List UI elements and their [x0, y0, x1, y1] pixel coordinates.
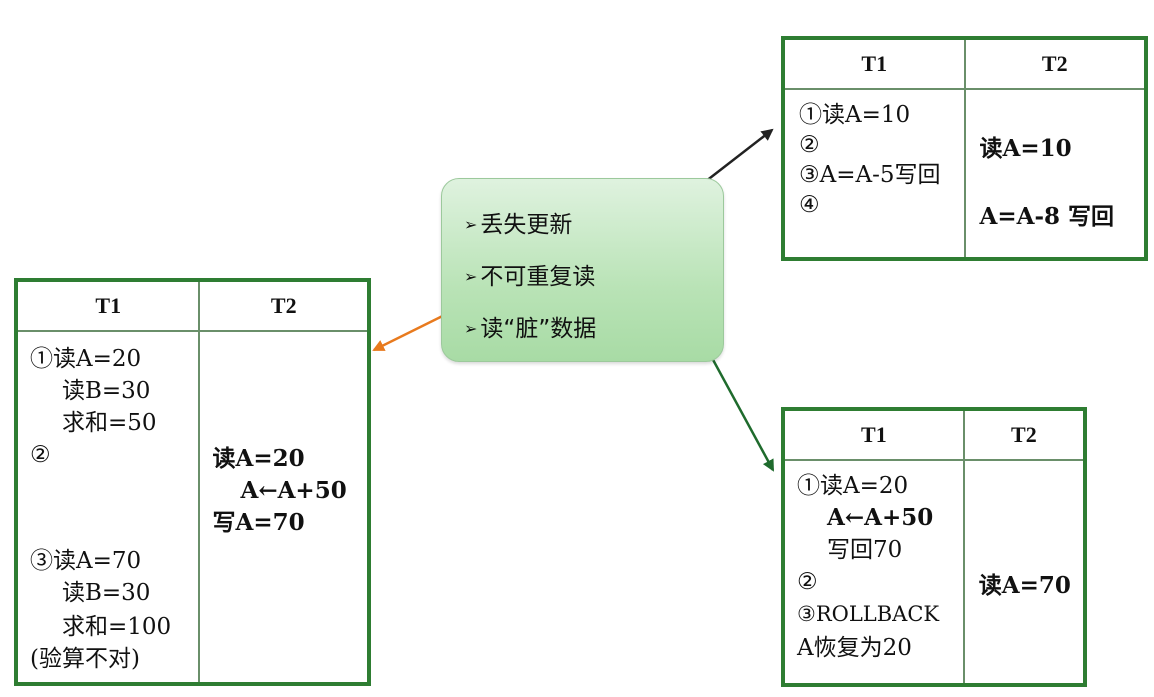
bullet-arrow-icon: ➢ [464, 319, 478, 338]
step-line: 读A=20 [212, 445, 305, 472]
step-line: ③ROLLBACK [797, 602, 940, 626]
step-line: 读A=10 [979, 135, 1072, 162]
step-line: ④ [799, 192, 820, 218]
header-t2: T2 [962, 411, 1083, 461]
header-t2: T2 [963, 40, 1144, 90]
t1-column: ①读A=20 读B=30 求和=50 ② ③读A=70 读B=30 求和=100… [18, 332, 198, 682]
t2-column: 读A=20 A←A+50 写A=70 [200, 332, 367, 682]
step-line: ①读A=20 [797, 473, 909, 499]
header-t1: T1 [785, 40, 965, 90]
step-line: A恢复为20 [797, 635, 912, 661]
step-line: 写A=70 [212, 509, 305, 536]
step-line: A←A+50 [240, 477, 347, 504]
item-non-repeatable-read: ➢不可重复读 [464, 264, 596, 290]
step-line: 读B=30 [62, 580, 151, 606]
header-t2: T2 [198, 282, 367, 332]
concept-box: ➢丢失更新 ➢不可重复读 ➢读“脏”数据 [441, 178, 724, 362]
step-line: 写回70 [827, 537, 903, 563]
step-line: ③A=A-5写回 [799, 162, 941, 188]
t1-column: ①读A=20 A←A+50 写回70 ② ③ROLLBACK A恢复为20 [785, 461, 963, 683]
step-line: A←A+50 [827, 504, 934, 531]
lost-update-table: T1 T2 ①读A=10 ② ③A=A-5写回 ④ 读A=10 A=A-8 写回 [781, 36, 1148, 261]
step-line: ①读A=10 [799, 102, 911, 128]
step-line: 读B=30 [62, 378, 151, 404]
step-line: ② [799, 132, 820, 158]
dirty-read-table: T1 T2 ①读A=20 A←A+50 写回70 ② ③ROLLBACK A恢复… [781, 407, 1087, 687]
dirty-read-connector [515, 343, 775, 472]
step-line: ①读A=20 [30, 346, 142, 372]
step-line: ② [797, 569, 818, 595]
item-dirty-read: ➢读“脏”数据 [464, 316, 597, 342]
header-t1: T1 [18, 282, 200, 332]
bullet-arrow-icon: ➢ [464, 215, 478, 234]
step-line: 求和=50 [62, 410, 157, 436]
step-line: (验算不对) [30, 646, 140, 672]
item-lost-update: ➢丢失更新 [464, 212, 573, 238]
step-line: ② [30, 442, 51, 468]
t1-column: ①读A=10 ② ③A=A-5写回 ④ [785, 90, 964, 257]
non-repeatable-read-table: T1 T2 ①读A=20 读B=30 求和=50 ② ③读A=70 读B=30 … [14, 278, 371, 686]
t2-column: 读A=10 A=A-8 写回 [966, 90, 1145, 257]
bullet-arrow-icon: ➢ [464, 267, 478, 286]
step-line: 求和=100 [62, 614, 172, 640]
t2-column: 读A=70 [965, 461, 1083, 683]
header-t1: T1 [785, 411, 964, 461]
step-line: ③读A=70 [30, 548, 142, 574]
step-line: A=A-8 写回 [979, 203, 1115, 230]
step-line: 读A=70 [978, 572, 1071, 599]
